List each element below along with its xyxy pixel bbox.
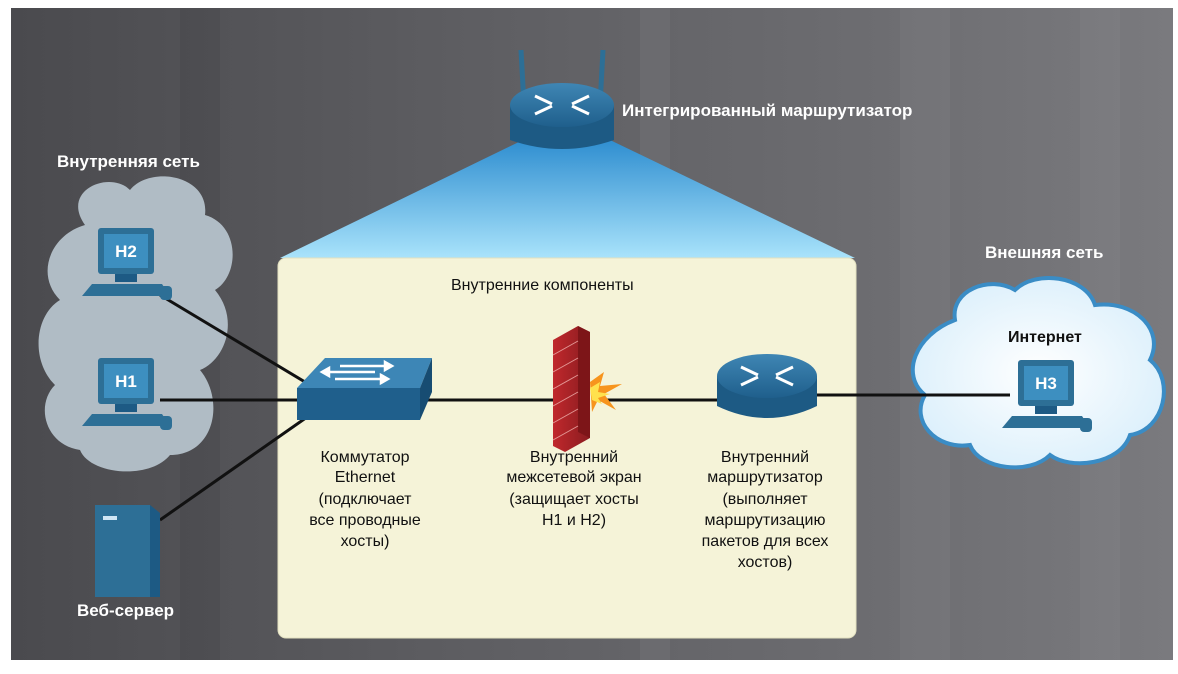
firewall-caption-line: H1 и H2)	[542, 512, 606, 529]
host-h1-icon: H1	[82, 358, 172, 430]
router-caption-line: маршрутизатор	[707, 469, 823, 486]
integrated-router-label: Интегрированный маршрутизатор	[622, 101, 912, 120]
router-caption-line: хостов)	[738, 554, 793, 571]
integrated-router-icon	[510, 49, 614, 149]
firewall-caption-line: (защищает хосты	[509, 491, 638, 508]
host-h2-icon: H2	[82, 228, 172, 300]
web-server-label: Веб-сервер	[77, 601, 174, 620]
switch-caption-line: Коммутатор	[320, 449, 409, 466]
switch-caption-line: Ethernet	[335, 469, 396, 486]
router-caption-line: пакетов для всех	[702, 533, 829, 550]
internet-label: Интернет	[1008, 329, 1082, 346]
router-caption-line: Внутренний	[721, 449, 809, 466]
firewall-caption-line: Внутренний	[530, 449, 618, 466]
external-network-label: Внешняя сеть	[985, 243, 1103, 262]
host-h3-icon: H3	[1002, 360, 1092, 432]
host-h1-tag: H1	[115, 372, 137, 391]
router-caption-line: маршрутизацию	[705, 512, 826, 529]
connection-lines	[159, 293, 1010, 522]
firewall-icon	[552, 326, 622, 452]
router-caption: Внутренний маршрутизатор (выполняет марш…	[702, 449, 829, 571]
internal-network-label: Внутренняя сеть	[57, 152, 200, 171]
internal-router-icon	[717, 354, 817, 418]
firewall-caption: Внутренний межсетевой экран (защищает хо…	[506, 449, 641, 529]
firewall-caption-line: межсетевой экран	[506, 469, 641, 486]
switch-caption: Коммутатор Ethernet (подключает все пров…	[309, 449, 421, 550]
router-caption-line: (выполняет	[722, 491, 808, 508]
router-beam	[280, 140, 855, 258]
switch-caption-line: (подключает	[319, 491, 413, 508]
host-h2-tag: H2	[115, 242, 137, 261]
web-server-icon	[95, 505, 160, 597]
switch-caption-line: все проводные	[309, 512, 421, 529]
host-h3-tag: H3	[1035, 374, 1057, 393]
internal-components-title: Внутренние компоненты	[451, 277, 634, 294]
switch-icon	[297, 358, 432, 420]
switch-caption-line: хосты)	[341, 533, 390, 550]
internal-cloud	[38, 176, 233, 472]
